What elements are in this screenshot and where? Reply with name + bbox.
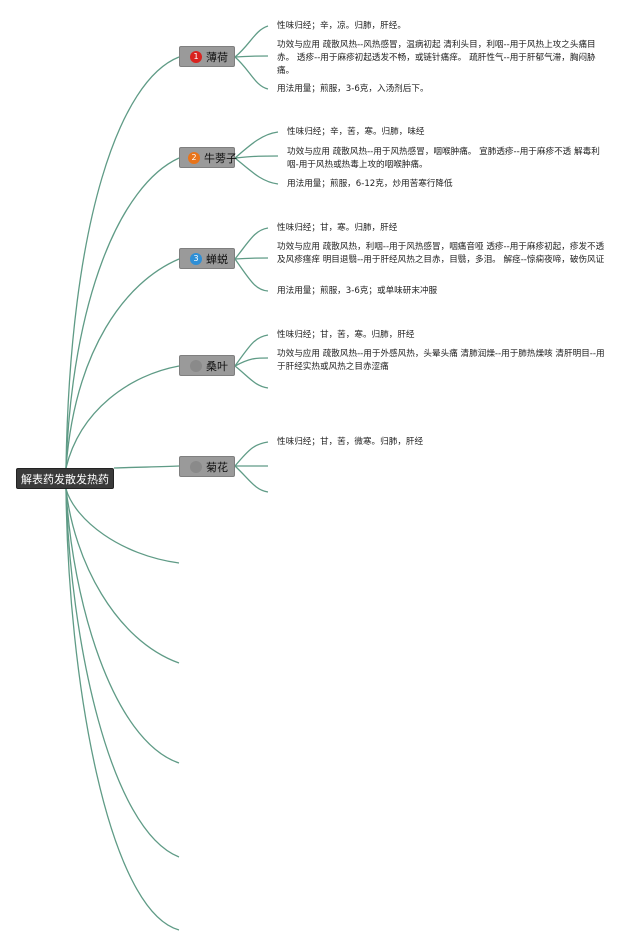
topic-label: 菊花 xyxy=(206,460,228,474)
branch-line-empty-3 xyxy=(65,488,180,764)
detail-niubangzi-usage[interactable]: 用法用量；煎服，6-12克，炒用苦寒行降低 xyxy=(287,179,453,189)
detail-bohe-usage[interactable]: 用法用量；煎服，3-6克，入汤剂后下。 xyxy=(277,84,429,94)
detail-niubangzi-nature[interactable]: 性味归经；辛，苦，寒。归肺，味经 xyxy=(287,127,425,137)
branch-line-niubangzi xyxy=(65,157,180,469)
priority-4-icon xyxy=(190,359,202,372)
priority-3-icon: 3 xyxy=(190,252,202,265)
topic-label: 桑叶 xyxy=(206,359,228,373)
detail-chantui-nature[interactable]: 性味归经；甘，寒。归肺，肝经 xyxy=(277,223,398,233)
priority-1-icon: 1 xyxy=(190,50,202,63)
topic-niubangzi[interactable]: 2 牛蒡子 xyxy=(179,147,237,168)
branch-line-sangye xyxy=(65,365,180,469)
detail-sangye-nature[interactable]: 性味归经；甘，苦，寒。归肺，肝经 xyxy=(277,330,415,340)
topic-label: 牛蒡子 xyxy=(204,151,237,165)
detail-juhua-nature[interactable]: 性味归经；甘，苦，微寒。归肺，肝经 xyxy=(277,437,424,447)
branch-line-empty-4 xyxy=(65,488,180,858)
detail-chantui-usage[interactable]: 用法用量；煎服，3-6克；或单味研末冲服 xyxy=(277,286,438,296)
branch-line-empty-5 xyxy=(65,488,180,931)
topic-chantui[interactable]: 3 蝉蜕 xyxy=(179,248,235,269)
detail-niubangzi-function[interactable]: 功效与应用 疏散风热--用于风热感冒，咽喉肿痛。 宣肺透疹--用于麻疹不透 解毒… xyxy=(287,147,600,170)
topic-label: 薄荷 xyxy=(206,50,228,64)
branch-line-empty-1 xyxy=(65,488,180,564)
branch-line-juhua xyxy=(113,465,180,469)
topic-juhua[interactable]: 菊花 xyxy=(179,456,235,477)
priority-5-icon xyxy=(190,460,202,473)
branch-line-chantui xyxy=(65,258,180,469)
detail-bohe-function[interactable]: 功效与应用 疏散风热--风热感冒，温病初起 清利头目，利咽--用于风热上攻之头痛… xyxy=(277,40,596,76)
branch-line-boheh xyxy=(65,56,180,469)
detail-chantui-function[interactable]: 功效与应用 疏散风热，利咽--用于风热感冒，咽痛音哑 透疹--用于麻疹初起，疹发… xyxy=(277,242,605,265)
branch-line-empty-2 xyxy=(65,488,180,664)
detail-bohe-nature[interactable]: 性味归经；辛，凉。归肺，肝经。 xyxy=(277,21,406,31)
topic-sangye[interactable]: 桑叶 xyxy=(179,355,235,376)
topic-bohe[interactable]: 1 薄荷 xyxy=(179,46,235,67)
topic-label: 蝉蜕 xyxy=(206,252,228,266)
root-topic[interactable]: 解表药发散发热药 xyxy=(16,468,114,489)
priority-2-icon: 2 xyxy=(188,151,200,164)
detail-sangye-function[interactable]: 功效与应用 疏散风热--用于外感风热，头晕头痛 清肺润燥--用于肺热燥咳 清肝明… xyxy=(277,349,605,372)
